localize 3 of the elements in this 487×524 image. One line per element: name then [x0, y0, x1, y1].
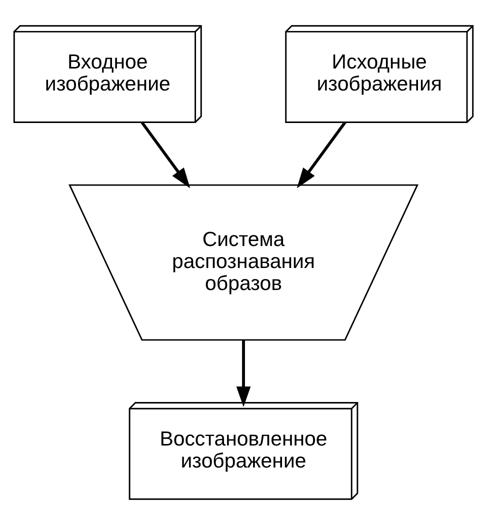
arrow	[296, 120, 346, 188]
arrow	[236, 339, 251, 407]
arrow	[140, 120, 190, 188]
